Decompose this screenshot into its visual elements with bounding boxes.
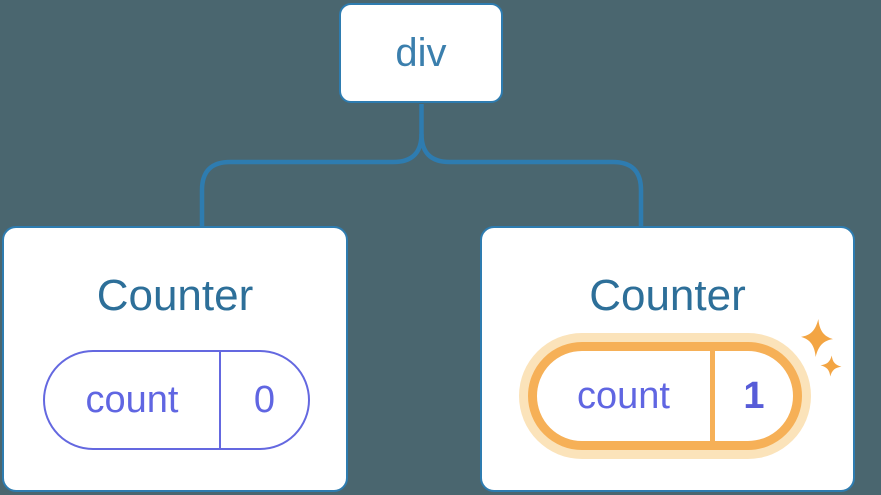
component-title: Counter (589, 271, 746, 320)
state-value: 0 (219, 352, 308, 448)
root-node-card: div (339, 3, 503, 103)
state-pill-highlighted: count 1 (528, 342, 802, 450)
root-node-label: div (395, 31, 447, 75)
sparkle-small (820, 355, 842, 377)
state-value: 1 (710, 351, 793, 441)
counter-card-left: Counter count 0 (2, 226, 348, 492)
state-key-label: count (577, 375, 670, 417)
sparkle-large (801, 319, 833, 357)
counter-card-right: Counter count 1 (480, 226, 855, 492)
state-key-label: count (85, 379, 179, 421)
connector-left-branch (199, 104, 424, 228)
connector-right-branch (419, 133, 644, 228)
component-title: Counter (96, 271, 254, 320)
state-pill: count 0 (43, 350, 310, 450)
sparkles-icon (801, 319, 842, 377)
